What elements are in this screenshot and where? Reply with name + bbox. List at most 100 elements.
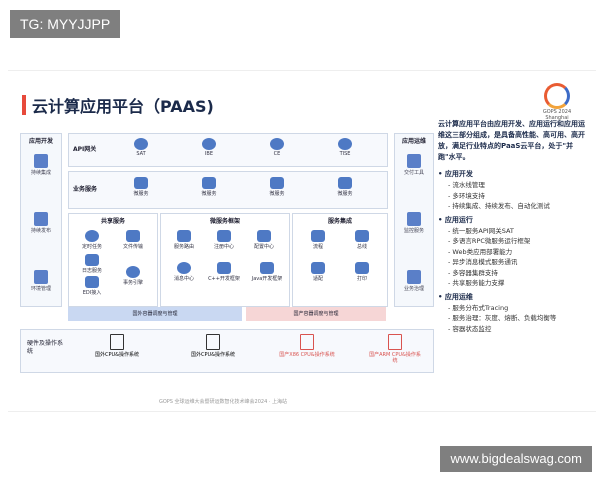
shared-item: 事务引擎 xyxy=(113,266,153,286)
service-integration-title: 服务集成 xyxy=(327,218,352,225)
slide: 云计算应用平台（PAAS) GOPS 2024 Shanghai 应用开发 持续… xyxy=(8,70,596,412)
business-service-row: 业务服务 微服务 微服务 微服务 微服务 xyxy=(68,171,388,209)
hardware-item: 国外CPU&操作系统 xyxy=(89,334,145,358)
hardware-label: 硬件及操作系统 xyxy=(27,340,64,355)
section-title: 应用运行 xyxy=(438,215,590,225)
microservice-node: 微服务 xyxy=(121,177,161,197)
delivery-icon xyxy=(407,154,421,168)
integration-item: 打印 xyxy=(343,262,381,282)
framework-item: Java开发框架 xyxy=(245,262,289,282)
list-item: 多环境支持 xyxy=(438,191,590,202)
hardware-os-row: 硬件及操作系统 国外CPU&操作系统 国外CPU&操作系统 国产X86 CPU&… xyxy=(20,329,434,373)
dev-item: 环境管理 xyxy=(21,270,61,292)
integration-item: 适配 xyxy=(299,262,337,282)
slide-title: 云计算应用平台（PAAS) xyxy=(32,97,214,116)
edi-icon xyxy=(85,276,99,288)
cpp-icon xyxy=(217,262,231,274)
routing-icon xyxy=(177,230,191,242)
clock-icon xyxy=(85,230,99,242)
message-icon xyxy=(177,262,191,274)
shared-services-title: 共享服务 xyxy=(100,218,125,225)
api-node: SAT xyxy=(121,138,161,157)
logo-text-1: GOPS 2024 xyxy=(542,109,572,115)
shared-item: 定时任务 xyxy=(73,230,111,250)
bus-icon xyxy=(355,230,369,242)
framework-item: C++开发框架 xyxy=(201,262,247,282)
ops-item: 业务治理 xyxy=(395,270,433,292)
adapter-icon xyxy=(311,262,325,274)
governance-icon xyxy=(407,270,421,284)
cube-icon xyxy=(134,177,148,189)
dev-item: 持续集成 xyxy=(21,154,61,176)
intro-text: 云计算应用平台由应用开发、应用运行和应用运维这三部分组成，是具备高性能、高可用、… xyxy=(438,120,585,161)
printer-icon xyxy=(355,262,369,274)
microservice-framework-title: 微服务框架 xyxy=(209,218,240,225)
gateway-icon xyxy=(338,138,352,150)
microservice-node: 微服务 xyxy=(189,177,229,197)
framework-item: 配置中心 xyxy=(245,230,283,250)
domestic-container-band: 国产容器调度与管理 xyxy=(246,307,386,321)
framework-item: 服务路由 xyxy=(165,230,203,250)
java-icon xyxy=(260,262,274,274)
server-icon xyxy=(300,334,314,350)
list-item: 容器状态监控 xyxy=(438,324,590,335)
monitor-icon xyxy=(407,212,421,226)
framework-item: 注册中心 xyxy=(205,230,243,250)
cube-icon xyxy=(270,177,284,189)
ops-item: 交付工具 xyxy=(395,154,433,176)
gateway-icon xyxy=(270,138,284,150)
dev-column: 应用开发 持续集成 持续发布 环境管理 xyxy=(20,133,62,307)
gops-logo: GOPS 2024 Shanghai xyxy=(538,83,576,123)
ops-column: 应用运维 交付工具 监控服务 业务治理 xyxy=(394,133,434,307)
list-item: 流水线管理 xyxy=(438,180,590,191)
shared-item: EDI接入 xyxy=(73,276,111,296)
list-item: 持续集成、持续发布、自动化测试 xyxy=(438,201,590,212)
list-item: 统一服务API网关SAT xyxy=(438,226,590,237)
list-item: Web类应用部署能力 xyxy=(438,247,590,258)
logo-mark-icon xyxy=(544,83,570,109)
cube-icon xyxy=(34,154,48,168)
list-item: 异步消息模式服务通讯 xyxy=(438,257,590,268)
integration-item: 总线 xyxy=(343,230,381,250)
list-item: 多容器集群支持 xyxy=(438,268,590,279)
list-item: 共享服务能力支撑 xyxy=(438,278,590,289)
api-node: IBE xyxy=(189,138,229,157)
hardware-item: 国外CPU&操作系统 xyxy=(185,334,241,358)
hardware-item: 国产X86 CPU&操作系统 xyxy=(279,334,335,358)
server-icon xyxy=(110,334,124,350)
section-title: 应用开发 xyxy=(438,169,590,179)
engine-icon xyxy=(126,266,140,278)
shared-services-box: 共享服务 定时任务 文件传输 日志服务 EDI接入 事务引擎 xyxy=(68,213,158,307)
database-icon xyxy=(217,230,231,242)
database-icon xyxy=(257,230,271,242)
log-icon xyxy=(85,254,99,266)
microservice-node: 微服务 xyxy=(325,177,365,197)
logo-text-2: Shanghai xyxy=(545,115,569,121)
microservice-node: 微服务 xyxy=(257,177,297,197)
server-icon xyxy=(388,334,402,350)
gear-icon xyxy=(34,270,48,284)
ops-column-title: 应用运维 xyxy=(401,138,426,145)
flow-icon xyxy=(311,230,325,242)
cube-icon xyxy=(338,177,352,189)
slide-footer: GOPS 全球运维大会暨研运数智化技术峰会2024 · 上海站 xyxy=(158,399,288,405)
foreign-container-band: 国外容器调度与管理 xyxy=(68,307,242,321)
cube-icon xyxy=(202,177,216,189)
gateway-icon xyxy=(202,138,216,150)
service-integration-box: 服务集成 流程 总线 适配 打印 xyxy=(292,213,388,307)
api-row-label: API网关 xyxy=(73,146,97,153)
list-item: 多语言RPC微服务运行框架 xyxy=(438,236,590,247)
list-item: 服务分布式Tracing xyxy=(438,303,590,314)
dev-item: 持续发布 xyxy=(21,212,61,234)
api-node: TISE xyxy=(325,138,365,157)
shared-item: 文件传输 xyxy=(113,230,153,250)
architecture-diagram: 应用开发 持续集成 持续发布 环境管理 API网关 SAT IBE CE TIS… xyxy=(20,133,434,373)
list-item: 服务治理：灰度、熔断、负载均衡等 xyxy=(438,313,590,324)
server-icon xyxy=(206,334,220,350)
integration-item: 流程 xyxy=(299,230,337,250)
gateway-icon xyxy=(134,138,148,150)
watermark-bottom: www.bigdealswag.com xyxy=(440,446,592,472)
biz-row-label: 业务服务 xyxy=(73,186,98,193)
title-accent-bar xyxy=(22,95,26,115)
api-gateway-row: API网关 SAT IBE CE TISE xyxy=(68,133,388,167)
